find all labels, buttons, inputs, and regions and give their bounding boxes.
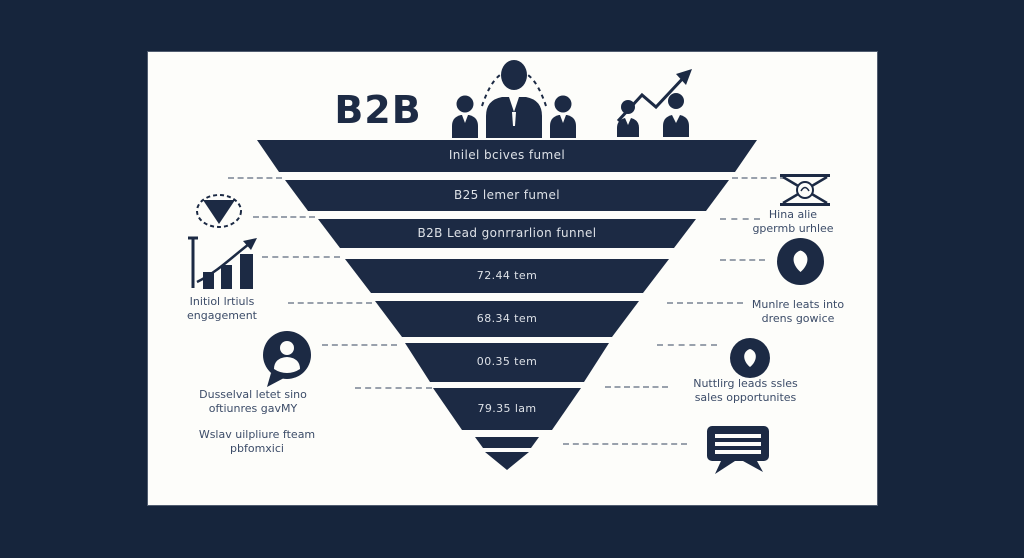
note-line: Nuttlirg leads ssles [693, 377, 798, 390]
business-team-icon [452, 60, 576, 138]
funnel-tier-2-label: B25 lemer fumel [453, 187, 561, 202]
note-line: Dusselval letet sino [199, 388, 307, 401]
hourglass-icon [780, 174, 830, 206]
cloud-funnel-icon [196, 194, 242, 228]
funnel-tier-3-label: B2B Lead gonrrarlion funnel [417, 225, 597, 240]
note-line: sales opportunites [694, 390, 797, 404]
funnel-tier-7-label: 79.35 lam [477, 401, 537, 415]
funnel-tip-segment [475, 437, 539, 448]
page-title: B2B [334, 88, 422, 132]
funnel-tier-1-label: Inilel bcives fumel [448, 148, 566, 162]
note-initial-engagement: Initiol lrtiuls engagement [156, 295, 288, 323]
pin-badge-icon [777, 238, 824, 285]
dashed-line [288, 302, 372, 304]
dashed-line [657, 344, 717, 346]
dashed-line [322, 344, 397, 346]
funnel-tier-4-label: 72.44 tem [476, 268, 538, 282]
funnel-tier-6-label: 00.35 tem [476, 355, 538, 368]
note-opportunities: Hina alie gpermb urhlee [733, 208, 853, 236]
funnel-tier-6: 00.35 tem [405, 343, 609, 382]
funnel-tip-icon [485, 452, 529, 470]
infographic-card: B2B Inilel bcives fumel [148, 52, 877, 505]
funnel-tier-2: B25 lemer fumel [285, 180, 729, 211]
note-line: Initiol lrtiuls [189, 295, 255, 308]
funnel-tier-1: Inilel bcives fumel [257, 140, 757, 172]
growth-people-icon [616, 69, 692, 137]
dashed-line [720, 259, 765, 261]
chat-bubble-icon [707, 426, 769, 474]
dashed-line [605, 386, 668, 388]
note-nurture: Munlre leats into drens gowice [738, 298, 858, 326]
note-line: drens gowice [761, 311, 835, 325]
note-line: engagement [187, 308, 257, 322]
note-line: pbfomxici [230, 441, 284, 455]
person-speech-bubble-icon [263, 331, 311, 387]
funnel-tier-4: 72.44 tem [345, 259, 669, 293]
dashed-line [667, 302, 743, 304]
funnel-tier-7: 79.35 lam [433, 388, 581, 430]
note-line: gpermb urhlee [752, 221, 834, 235]
dashed-line [262, 256, 340, 258]
note-capture: Wslav uilpliure fteam pbfomxici [192, 428, 322, 456]
note-line: oftiunres gavMY [208, 401, 298, 415]
note-line: Hina alie [768, 208, 818, 221]
dashed-line [732, 177, 786, 179]
dashed-line [720, 218, 760, 220]
note-sales: Nuttlirg leads ssles sales opportunites [683, 377, 808, 405]
dashed-line [253, 216, 315, 218]
funnel-tier-5-label: 68.34 tem [476, 311, 538, 325]
dashed-line [563, 443, 687, 445]
note-line: Munlre leats into [751, 298, 845, 311]
funnel-tier-5: 68.34 tem [375, 301, 639, 337]
dashed-line [355, 387, 432, 389]
bar-chart-icon [188, 236, 257, 289]
dashed-line [228, 177, 282, 179]
pin-badge-small-icon [730, 338, 770, 378]
funnel-tier-3: B2B Lead gonrrarlion funnel [318, 219, 696, 248]
note-discovery: Dusselval letet sino oftiunres gavMY [188, 388, 318, 416]
note-line: Wslav uilpliure fteam [198, 428, 316, 441]
